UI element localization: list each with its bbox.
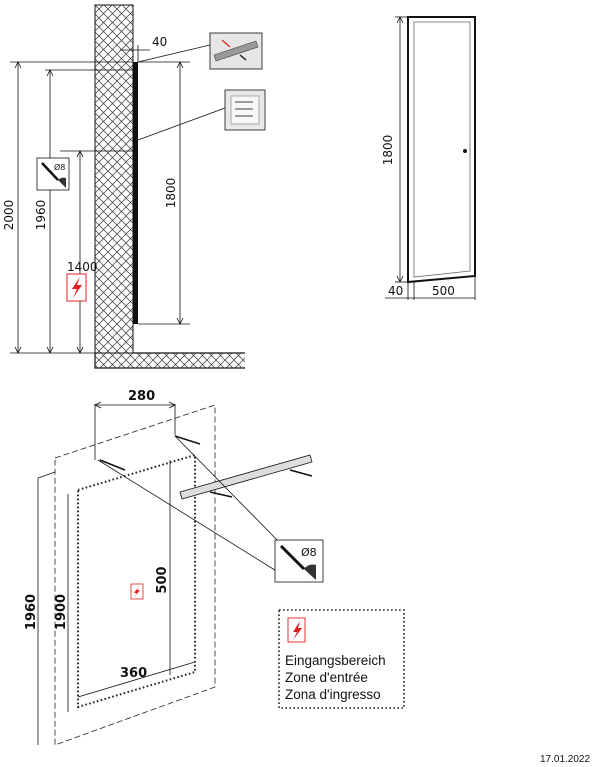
dim-entry-vertical: 500 bbox=[155, 566, 170, 593]
drill-callout-icon: Ø8 bbox=[274, 539, 324, 583]
front-view: 1800 40 500 bbox=[381, 16, 476, 300]
dim-front-width: 500 bbox=[432, 284, 455, 298]
dim-wall-offset: 40 bbox=[152, 35, 167, 49]
footer-date: 17.01.2022 bbox=[540, 754, 590, 765]
legend-line-2: Zone d'entrée bbox=[285, 670, 368, 685]
dim-fixing-spacing: 280 bbox=[128, 389, 155, 404]
svg-text:Ø8: Ø8 bbox=[54, 162, 65, 172]
wall-section bbox=[94, 4, 134, 354]
entry-power-icon bbox=[130, 583, 144, 600]
dim-front-depth: 40 bbox=[388, 284, 403, 298]
legend-power-icon bbox=[287, 617, 306, 643]
dim-power-height: 1400 bbox=[67, 260, 98, 274]
floor-hatch bbox=[95, 353, 245, 368]
outer-frame bbox=[54, 404, 216, 746]
legend-line-1: Eingangsbereich bbox=[285, 653, 386, 668]
power-warning-icon bbox=[66, 273, 87, 302]
dim-entry-width: 360 bbox=[120, 666, 147, 681]
side-view: 40 2000 1960 1800 1400 Ø8 bbox=[2, 4, 266, 369]
installation-view: 280 Ø8 1960 1900 500 360 bbox=[24, 389, 324, 746]
dim-fixing-height: 1960 bbox=[34, 200, 48, 231]
svg-text:Ø8: Ø8 bbox=[301, 546, 317, 559]
mirror-side bbox=[133, 62, 138, 324]
mirror-front-inner bbox=[413, 21, 471, 278]
mirror-sensor bbox=[463, 149, 467, 153]
wall-rail bbox=[179, 454, 313, 500]
drill-icon: Ø8 bbox=[36, 157, 70, 191]
legend-box: Eingangsbereich Zone d'entrée Zona d'ing… bbox=[278, 609, 405, 709]
dim-total-height: 2000 bbox=[2, 200, 16, 231]
screw-pack-icon bbox=[137, 89, 266, 141]
entry-zone bbox=[77, 453, 196, 709]
dim-front-height: 1800 bbox=[381, 135, 395, 166]
wall-bracket-icon bbox=[137, 32, 263, 70]
dim-entry-height: 1900 bbox=[54, 594, 69, 630]
legend-line-3: Zona d'ingresso bbox=[285, 687, 381, 702]
dim-mirror-height: 1800 bbox=[164, 178, 178, 209]
dim-outer-height: 1960 bbox=[24, 594, 39, 630]
